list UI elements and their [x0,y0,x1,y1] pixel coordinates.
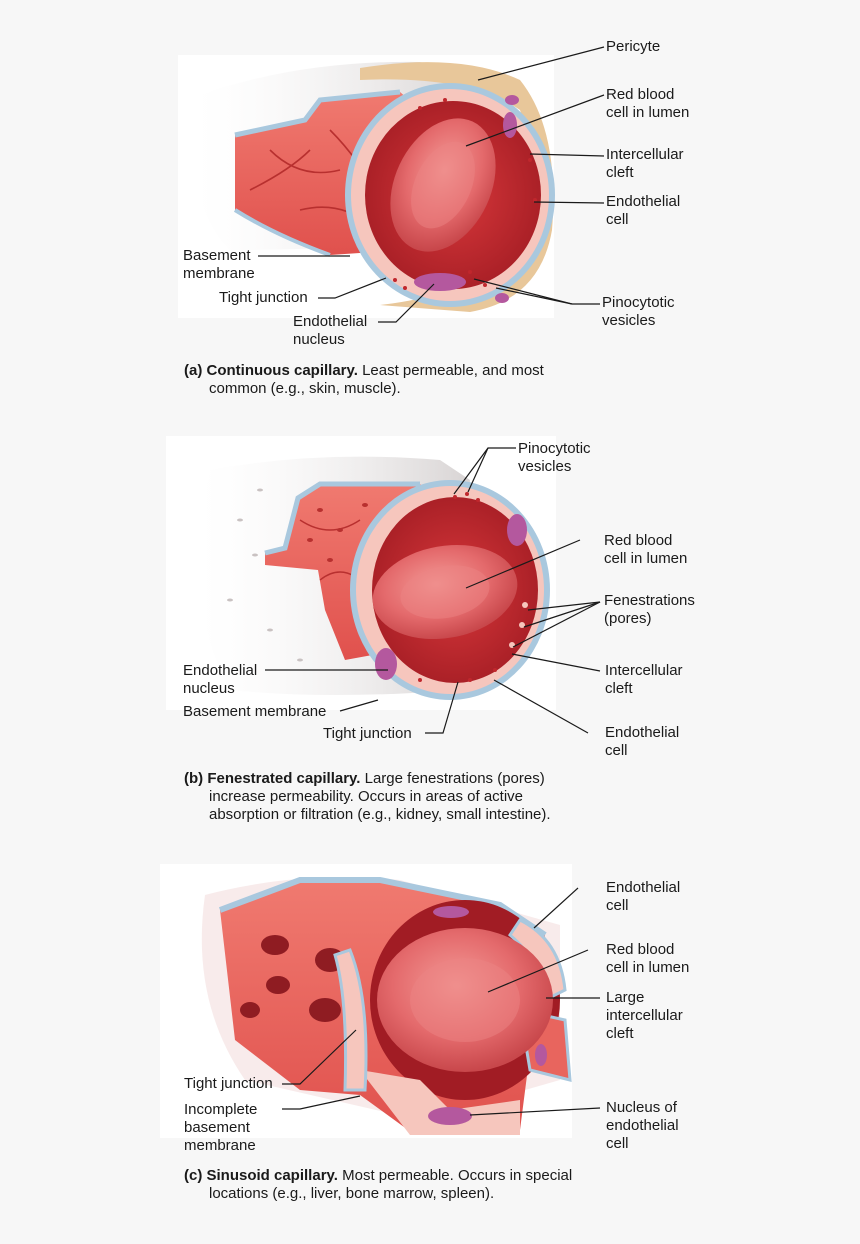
label-fenestrations-b: Fenestrations (pores) [604,592,695,627]
label-endothelial-cell-a: Endothelial cell [606,193,681,228]
caption-a: (a) Continuous capillary. Least permeabl… [184,362,544,397]
caption-b-title: Fenestrated capillary. [207,770,361,787]
label-intercellular-cleft-a: Intercellular cleft [606,146,684,181]
label-tight-junction-a: Tight junction [219,289,308,306]
caption-c-title: Sinusoid capillary. [206,1167,338,1184]
label-pinocytotic-vesicles-a: Pinocytotic vesicles [602,294,675,329]
label-basement-membrane-b: Basement membrane [183,703,327,720]
label-rbc-a: Red blood cell in lumen [606,86,690,121]
caption-b: (b) Fenestrated capillary. Large fenestr… [184,770,551,823]
fenestrated-capillary-art [198,456,550,700]
label-pericyte-a: Pericyte [606,38,661,55]
label-nucleus-endothelial-c: Nucleus of endothelial cell [606,1099,679,1152]
label-endothelial-nucleus-b: Endothelial nucleus [183,662,258,697]
label-rbc-b: Red blood cell in lumen [604,532,688,567]
sinusoid-capillary-art [201,877,572,1135]
label-tight-junction-c: Tight junction [184,1075,273,1092]
endothelial-nucleus-a [414,273,466,291]
caption-a-title: Continuous capillary. [206,362,358,379]
leader-lines-b [265,447,601,734]
label-large-intercellular-cleft-c: Large intercellular cleft [606,989,683,1042]
endothelial-nucleus-b [375,648,397,680]
label-pinocytotic-vesicles-b: Pinocytotic vesicles [518,440,591,475]
label-tight-junction-b: Tight junction [323,725,412,742]
label-basement-membrane-a: Basement membrane [183,247,255,282]
endothelial-nucleus-c [428,1107,472,1125]
label-intercellular-cleft-b: Intercellular cleft [605,662,683,697]
label-incomplete-basement-membrane-c: Incomplete basement membrane [184,1101,258,1154]
caption-c: (c) Sinusoid capillary. Most permeable. … [184,1167,573,1202]
continuous-capillary-art [194,61,555,312]
label-rbc-c: Red blood cell in lumen [606,941,690,976]
leader-lines-c [282,887,601,1116]
label-endothelial-nucleus-a: Endothelial nucleus [293,313,368,348]
label-endothelial-cell-b: Endothelial cell [605,724,680,759]
label-endothelial-cell-c: Endothelial cell [606,879,681,914]
leader-lines-a [258,46,605,323]
